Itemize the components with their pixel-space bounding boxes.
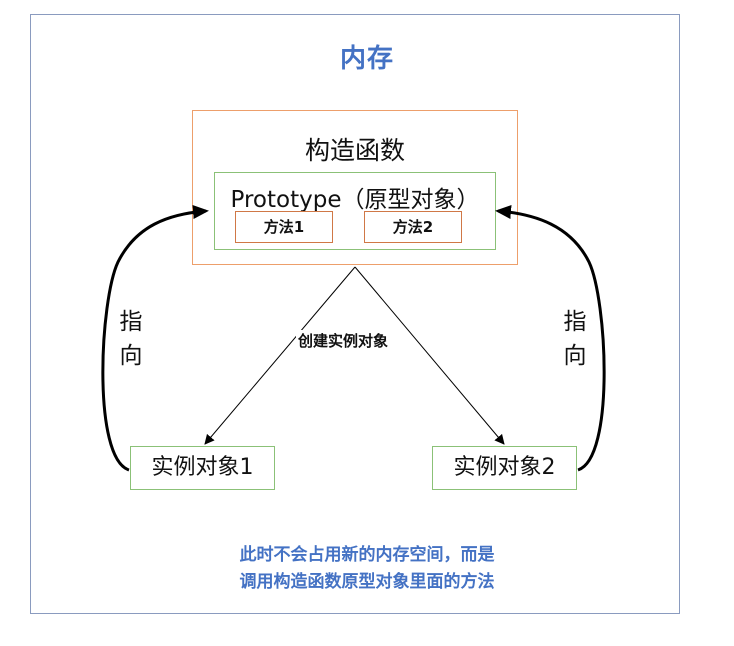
method-1-box: 方法1 [235,211,333,243]
prototype-title: Prototype（原型对象） [230,187,480,213]
note-line-2: 调用构造函数原型对象里面的方法 [239,572,495,592]
memory-title: 内存 [339,44,394,74]
create-instance-label: 创建实例对象 [296,330,391,351]
point-label-left: 指向 [119,309,143,369]
constructor-box [192,110,518,265]
method-2-box: 方法2 [364,211,462,243]
memory-frame [30,14,680,614]
point-arrow-right [495,205,606,472]
create-arrow-right [354,266,505,445]
note-line-1: 此时不会占用新的内存空间，而是 [239,545,495,565]
instance-1-box: 实例对象1 [130,446,275,490]
point-arrow-left [101,205,209,472]
memory-note: 此时不会占用新的内存空间，而是 调用构造函数原型对象里面的方法 [0,542,734,596]
point-label-right: 指向 [563,309,587,369]
instance-2-box: 实例对象2 [432,446,577,490]
constructor-title: 构造函数 [304,136,405,165]
create-arrow-left [204,266,356,445]
